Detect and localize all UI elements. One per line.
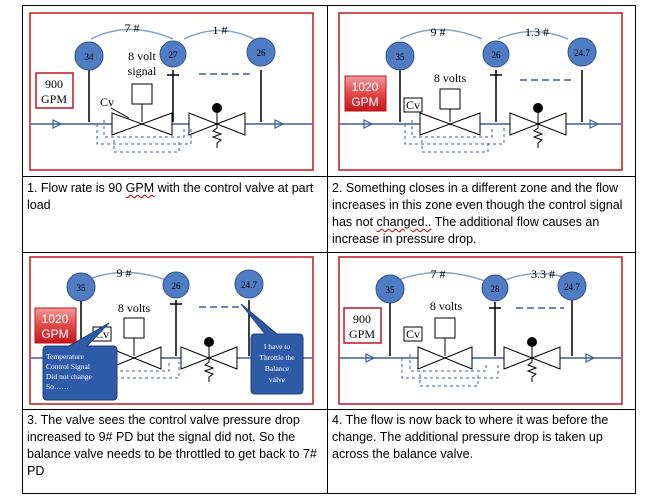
caption-4: 4. The flow is now back to where it was … [332, 413, 609, 461]
dp-arc-right [497, 30, 569, 40]
callout-right: I have to Throttle the Balance valve [240, 303, 304, 395]
flow-box [343, 307, 382, 344]
flow-box [34, 307, 77, 344]
gauge-1-value: 35 [396, 52, 406, 62]
pressure-gauge-3 [557, 271, 587, 301]
cv-label: Cv [100, 95, 114, 109]
svg-text:I have to: I have to [264, 342, 290, 351]
gauge-1-value: 34 [85, 52, 95, 62]
gauge-3-value: 24.7 [241, 280, 257, 290]
panel-border [338, 12, 623, 171]
caption-3: 3. The valve sees the control valve pres… [27, 413, 317, 478]
pressure-gauge-1 [74, 41, 104, 71]
diagram-panel-2: 9 # 1.3 # 35 26 24.7 8 volts 1020 [338, 12, 623, 172]
diagram-panel-3: 9 # 35 26 24.7 8 volts 1020 GPM Cv [29, 256, 314, 406]
spring [526, 358, 538, 382]
flow-unit: GPM [41, 92, 67, 106]
svg-text:valve: valve [269, 375, 286, 384]
svg-text:Control Signal: Control Signal [46, 362, 90, 371]
caption-1: 1. Flow rate is 90 GPM with the control … [27, 181, 314, 212]
dp-arc-left [90, 28, 174, 40]
control-valve [111, 112, 173, 136]
pressure-gauge-3 [567, 37, 597, 67]
callout-left: Temperature Control Signal Did not chang… [42, 322, 118, 401]
flow-value: 1020 [352, 80, 379, 94]
flow-unit: GPM [41, 327, 68, 341]
dp-arc-right [183, 29, 255, 40]
dp-right-label: 3.3 # [531, 267, 555, 281]
control-valve [106, 346, 162, 370]
gauge-2-value: 27 [169, 50, 179, 60]
dp-left-label: 9 # [431, 25, 446, 39]
pressure-gauge-2 [481, 274, 509, 302]
flow-box [35, 72, 74, 109]
dp-left-label: 7 # [431, 267, 446, 281]
panel-border [29, 12, 314, 171]
pressure-gauge-1 [375, 274, 405, 304]
spring [203, 358, 215, 382]
svg-text:Throttle the: Throttle the [259, 353, 295, 362]
diagram-panel-1: 7 # 1 # 34 27 26 8 volt signal 900 GPM C… [29, 12, 314, 172]
gauge-3-value: 24.7 [564, 282, 580, 292]
dp-arc-left [395, 271, 486, 282]
gauge-2-value: 26 [492, 50, 502, 60]
dp-right-label: 1 # [213, 23, 228, 37]
panel-border [29, 256, 314, 405]
dp-left-label: 7 # [125, 21, 140, 35]
pressure-gauge-2 [159, 40, 187, 68]
comparison-table: 7 # 1 # 34 27 26 8 volt signal 900 GPM C… [22, 5, 636, 494]
signal-label: 8 volts [118, 301, 151, 315]
gauge-1-value: 35 [386, 285, 396, 295]
signal-label: 8 volts [430, 299, 463, 313]
caption-2: 2. Something closes in a different zone … [332, 181, 623, 246]
dp-right-label: 1.3 # [525, 25, 549, 39]
balance-valve-actuator [204, 337, 214, 347]
pressure-gauge-1 [385, 41, 415, 71]
signal-label: 8 volts [434, 71, 467, 85]
balance-valve-actuator [527, 337, 537, 347]
cv-label: Cv [406, 327, 420, 341]
signal-label: signal [128, 64, 157, 78]
svg-text:Balance: Balance [265, 364, 290, 373]
flow-value: 1020 [42, 312, 69, 326]
gauge-3-value: 26 [257, 48, 267, 58]
gauge-1-value: 35 [77, 283, 87, 293]
dp-left-label: 9 # [117, 266, 132, 280]
svg-text:Did not change: Did not change [46, 372, 92, 381]
control-valve [417, 346, 473, 370]
pressure-gauge-3 [234, 269, 264, 299]
table-divider [23, 252, 635, 253]
balance-valve-actuator [533, 103, 543, 113]
diagram-panel-4: 7 # 3.3 # 35 28 24.7 8 volts 900 GPM Cv [338, 256, 623, 406]
flow-value: 900 [45, 77, 63, 91]
pressure-gauge-1 [66, 272, 96, 302]
pressure-gauge-2 [162, 271, 190, 299]
flow-box [344, 75, 387, 112]
spring [532, 124, 544, 148]
flow-unit: GPM [349, 327, 375, 341]
flow-unit: GPM [351, 95, 378, 109]
gauge-3-value: 24.7 [574, 48, 590, 58]
gauge-2-value: 28 [491, 284, 501, 294]
svg-text:Temperature: Temperature [46, 352, 84, 361]
pressure-gauge-3 [246, 37, 276, 67]
table-divider-vertical [327, 6, 328, 493]
flow-value: 900 [353, 312, 371, 326]
dp-arc-left [399, 28, 483, 40]
spring [211, 124, 223, 148]
cv-label: Cv [406, 98, 420, 112]
panel-border [338, 256, 623, 405]
svg-text:So……: So…… [46, 382, 69, 391]
control-valve [419, 112, 481, 136]
table-divider [23, 176, 635, 177]
signal-label: 8 volt [128, 49, 156, 63]
gauge-2-value: 26 [172, 281, 182, 291]
pressure-gauge-2 [482, 40, 510, 68]
table-divider [23, 409, 635, 410]
balance-valve-actuator [212, 103, 222, 113]
